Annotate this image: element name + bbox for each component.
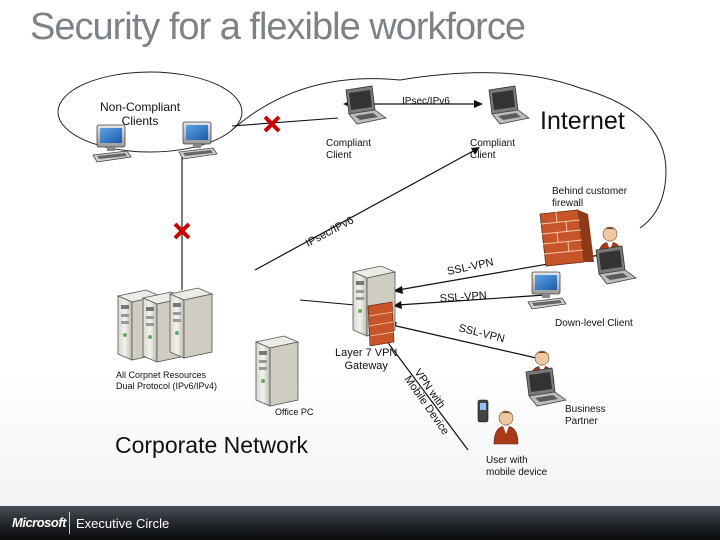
internet-label: Internet xyxy=(540,107,625,135)
microsoft-logo: Microsoft xyxy=(12,515,67,530)
footer-bar xyxy=(0,506,720,540)
link-corp-gateway xyxy=(299,299,356,306)
laptop-icon xyxy=(525,367,567,407)
ipsec-diag-label: IPsec/IPv6 xyxy=(304,214,356,249)
gateway-line-1: Layer 7 VPN xyxy=(335,347,398,359)
firewall-icon xyxy=(539,209,594,267)
server-icon xyxy=(169,287,213,359)
link-ssl-2 xyxy=(397,294,546,306)
desktop-icon xyxy=(527,271,567,310)
desktop-icon xyxy=(92,124,132,163)
gateway-firewall-icon xyxy=(367,301,395,347)
link-ipsec-diag xyxy=(254,149,476,271)
internet-cloud xyxy=(231,72,667,229)
business-partner-line-2: Partner xyxy=(565,416,598,427)
corporate-network-label: Corporate Network xyxy=(115,432,309,458)
user-mobile-line-1: User with xyxy=(486,455,528,466)
mobile-phone-icon xyxy=(477,399,489,423)
laptop-icon xyxy=(488,85,530,125)
link-ssl-3 xyxy=(391,324,546,361)
server-icon xyxy=(255,335,299,407)
link-noncompliant-compliant xyxy=(231,117,339,127)
link-vpn-mobile xyxy=(379,331,469,451)
non-compliant-line-2: Clients xyxy=(121,114,159,128)
footer-product-name: Executive Circle xyxy=(76,516,170,531)
vpn-mobile-label: VPN with Mobile Device xyxy=(402,367,451,437)
desktop-icon xyxy=(178,121,218,160)
person-icon xyxy=(493,410,519,445)
business-partner-line-1: Business xyxy=(565,404,606,415)
user-mobile-line-2: mobile device xyxy=(486,467,548,478)
behind-firewall-line-1: Behind customer xyxy=(552,186,628,197)
gateway-line-2: Gateway xyxy=(344,360,388,372)
footer-divider xyxy=(69,512,70,534)
block-x-icon xyxy=(263,115,281,133)
ssl-vpn-label-2: SSL-VPN xyxy=(439,290,487,305)
laptop-icon xyxy=(595,245,637,285)
non-compliant-line-1: Non-Compliant xyxy=(100,100,181,114)
compliant-1-line-2: Client xyxy=(326,150,352,161)
non-compliant-cloud xyxy=(57,71,243,153)
compliant-2-line-2: Client xyxy=(470,150,496,161)
corp-resources-line-2: Dual Protocol (IPv6/IPv4) xyxy=(116,381,218,391)
office-pc-label: Office PC xyxy=(275,407,314,417)
compliant-2-line-1: Compliant xyxy=(470,138,516,149)
down-level-client-label: Down-level Client xyxy=(555,318,633,329)
ipsec-top-label: IPsec/IPv6 xyxy=(402,96,450,107)
laptop-icon xyxy=(345,85,387,125)
corp-resources-line-1: All Corpnet Resources xyxy=(116,370,207,380)
behind-firewall-line-2: firewall xyxy=(552,198,584,209)
slide-title: Security for a flexible workforce xyxy=(30,6,526,48)
compliant-1-line-1: Compliant xyxy=(326,138,372,149)
